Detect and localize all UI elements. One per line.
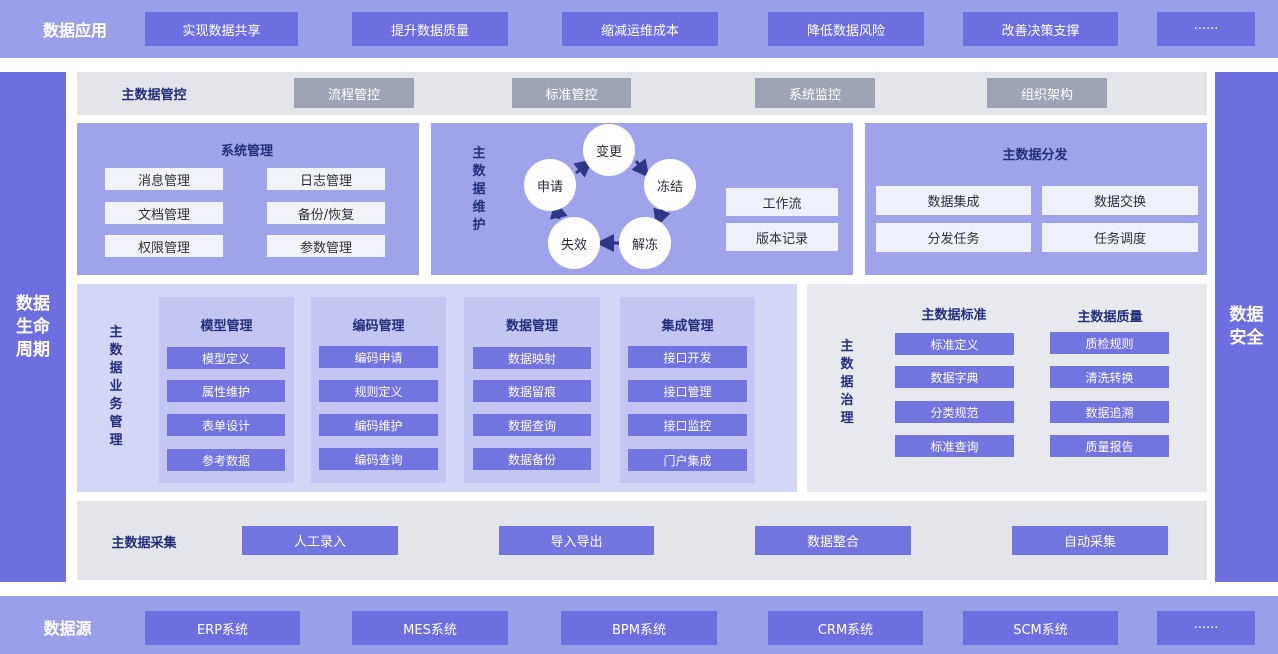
master-data-distribution-panel: 主数据分发 数据集成 数据交换 分发任务 任务调度 <box>865 123 1207 275</box>
control-standard[interactable]: 标准管控 <box>512 78 631 108</box>
master-data-governance-panel: 主数据治理 主数据标准 标准定义 数据字典 分类规范 标准查询 主数据质量 质检… <box>807 284 1207 492</box>
collection-import-export[interactable]: 导入导出 <box>499 526 654 555</box>
source-mes[interactable]: MES系统 <box>352 611 508 645</box>
business-item[interactable]: 门户集成 <box>628 449 747 471</box>
business-item[interactable]: 规则定义 <box>319 380 438 402</box>
source-erp[interactable]: ERP系统 <box>145 611 300 645</box>
app-item-share[interactable]: 实现数据共享 <box>145 12 298 46</box>
arrow-apply-change <box>573 159 594 178</box>
business-column-data: 数据管理 数据映射 数据留痕 数据查询 数据备份 <box>464 297 600 483</box>
business-item[interactable]: 属性维护 <box>167 380 285 402</box>
business-column-title: 数据管理 <box>505 318 558 334</box>
data-source-band: 数据源 ERP系统 MES系统 BPM系统 CRM系统 SCM系统 ······ <box>0 596 1278 654</box>
maintenance-workflow[interactable]: 工作流 <box>726 188 838 216</box>
business-column-code: 编码管理 编码申请 规则定义 编码维护 编码查询 <box>311 297 446 483</box>
business-item[interactable]: 接口开发 <box>628 346 747 368</box>
control-process[interactable]: 流程管控 <box>294 78 414 108</box>
source-bpm[interactable]: BPM系统 <box>561 611 717 645</box>
master-data-collection-title: 主数据采集 <box>111 535 177 551</box>
collection-auto[interactable]: 自动采集 <box>1012 526 1168 555</box>
master-data-maintenance-title: 主数据维护 <box>472 146 486 233</box>
business-item[interactable]: 接口管理 <box>628 380 747 402</box>
app-item-risk[interactable]: 降低数据风险 <box>768 12 924 46</box>
business-column-model: 模型管理 模型定义 属性维护 表单设计 参考数据 <box>159 297 294 483</box>
business-column-title: 集成管理 <box>661 318 714 334</box>
governance-item[interactable]: 清洗转换 <box>1050 366 1169 388</box>
business-item[interactable]: 编码维护 <box>319 414 438 436</box>
dist-exchange[interactable]: 数据交换 <box>1042 186 1198 215</box>
governance-item[interactable]: 标准查询 <box>895 435 1014 457</box>
data-application-band: 数据应用 实现数据共享 提升数据质量 缩减运维成本 降低数据风险 改善决策支撑 … <box>0 0 1278 58</box>
master-data-business-panel: 主数据业务管理 模型管理 模型定义 属性维护 表单设计 参考数据 编码管理 编码… <box>77 284 797 492</box>
governance-item[interactable]: 质量报告 <box>1050 435 1169 457</box>
master-data-control-title: 主数据管控 <box>121 87 187 103</box>
master-data-business-title: 主数据业务管理 <box>109 325 123 448</box>
business-item[interactable]: 模型定义 <box>167 347 285 369</box>
sys-backup[interactable]: 备份/恢复 <box>267 202 385 224</box>
collection-manual[interactable]: 人工录入 <box>242 526 398 555</box>
app-item-more[interactable]: ······ <box>1157 12 1255 46</box>
master-data-control-panel: 主数据管控 流程管控 标准管控 系统监控 组织架构 <box>77 72 1207 115</box>
sys-document[interactable]: 文档管理 <box>105 202 223 224</box>
data-lifecycle-column: 数据生命周期 <box>0 72 66 582</box>
master-data-distribution-title: 主数据分发 <box>1002 147 1068 163</box>
cycle-arrows <box>549 158 671 252</box>
app-item-quality[interactable]: 提升数据质量 <box>352 12 508 46</box>
data-security-label: 数据安全 <box>1229 305 1264 348</box>
business-item[interactable]: 表单设计 <box>167 414 285 436</box>
dist-task[interactable]: 分发任务 <box>876 223 1031 252</box>
governance-item[interactable]: 分类规范 <box>895 401 1014 423</box>
system-management-title: 系统管理 <box>220 143 273 159</box>
data-lifecycle-label: 数据生命周期 <box>16 293 50 360</box>
business-item[interactable]: 数据查询 <box>473 414 591 436</box>
governance-item[interactable]: 质检规则 <box>1050 332 1169 354</box>
cycle-unfreeze[interactable]: 解冻 <box>619 217 671 269</box>
cycle-change[interactable]: 变更 <box>583 124 635 176</box>
governance-item[interactable]: 数据字典 <box>895 366 1014 388</box>
sys-permission[interactable]: 权限管理 <box>105 235 223 257</box>
business-item[interactable]: 数据映射 <box>473 347 591 369</box>
business-item[interactable]: 接口监控 <box>628 414 747 436</box>
data-source-title: 数据源 <box>43 619 92 638</box>
business-item[interactable]: 参考数据 <box>167 449 285 471</box>
dist-schedule[interactable]: 任务调度 <box>1042 223 1198 252</box>
arrow-invalid-apply <box>549 200 568 220</box>
governance-column-title: 主数据标准 <box>921 307 987 323</box>
arrow-change-freeze <box>631 158 650 179</box>
business-item[interactable]: 数据备份 <box>473 448 591 470</box>
business-column-integration: 集成管理 接口开发 接口管理 接口监控 门户集成 <box>620 297 755 483</box>
maintenance-version-record[interactable]: 版本记录 <box>726 223 838 251</box>
data-security-column: 数据安全 <box>1215 72 1278 582</box>
governance-column-title: 主数据质量 <box>1077 309 1143 325</box>
master-data-maintenance-panel: 主数据维护 变更 冻结 解冻 失效 申请 工作流 版本记录 <box>431 123 853 275</box>
app-item-cost[interactable]: 缩减运维成本 <box>562 12 718 46</box>
dist-integration[interactable]: 数据集成 <box>876 186 1031 215</box>
source-crm[interactable]: CRM系统 <box>768 611 923 645</box>
master-data-collection-panel: 主数据采集 人工录入 导入导出 数据整合 自动采集 <box>77 501 1207 580</box>
sys-message[interactable]: 消息管理 <box>105 168 223 190</box>
sys-parameter[interactable]: 参数管理 <box>267 235 385 257</box>
data-application-title: 数据应用 <box>42 21 107 40</box>
sys-log[interactable]: 日志管理 <box>267 168 385 190</box>
master-data-governance-title: 主数据治理 <box>840 339 854 426</box>
business-item[interactable]: 编码申请 <box>319 346 438 368</box>
control-organization[interactable]: 组织架构 <box>987 78 1107 108</box>
cycle-invalid[interactable]: 失效 <box>548 217 600 269</box>
business-item[interactable]: 编码查询 <box>319 448 438 470</box>
cycle-apply[interactable]: 申请 <box>524 159 576 211</box>
collection-integration[interactable]: 数据整合 <box>755 526 911 555</box>
cycle-freeze[interactable]: 冻结 <box>644 159 696 211</box>
source-scm[interactable]: SCM系统 <box>963 611 1118 645</box>
governance-item[interactable]: 数据追溯 <box>1050 401 1169 423</box>
business-item[interactable]: 数据留痕 <box>473 380 591 402</box>
source-more[interactable]: ······ <box>1157 611 1255 645</box>
system-management-panel: 系统管理 消息管理 日志管理 文档管理 备份/恢复 权限管理 参数管理 <box>77 123 419 275</box>
governance-item[interactable]: 标准定义 <box>895 333 1014 355</box>
control-monitor[interactable]: 系统监控 <box>755 78 875 108</box>
business-column-title: 模型管理 <box>200 318 253 334</box>
business-column-title: 编码管理 <box>352 318 405 334</box>
app-item-decision[interactable]: 改善决策支撑 <box>963 12 1118 46</box>
